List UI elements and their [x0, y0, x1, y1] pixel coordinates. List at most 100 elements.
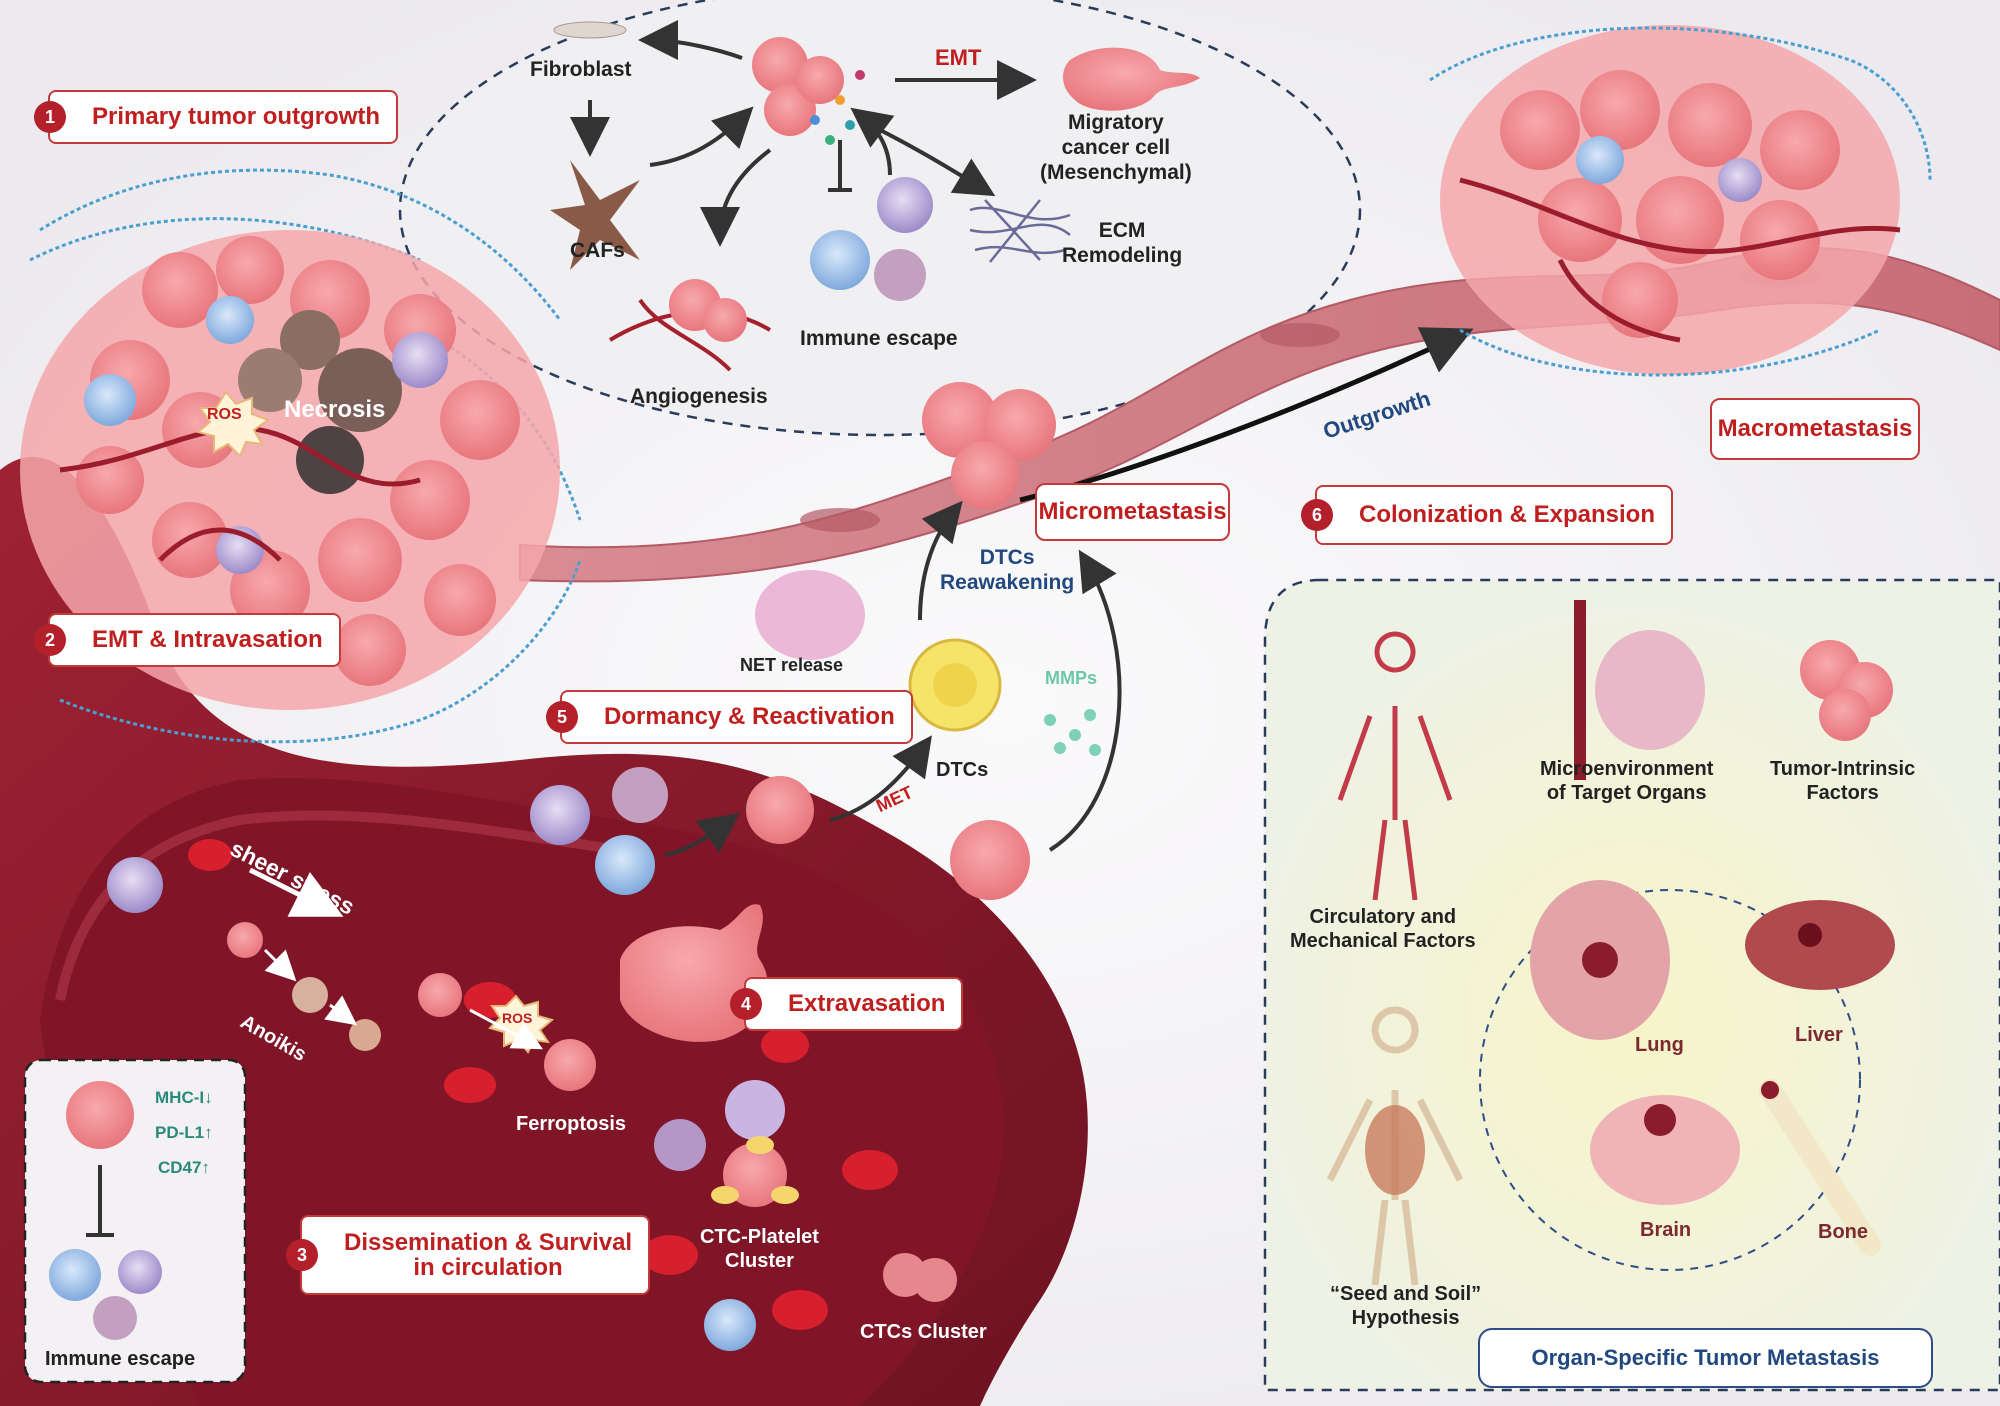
tumor-vessel [59, 425, 421, 562]
angiogenesis-cell [703, 298, 747, 342]
seed-soil-line2: Hypothesis [1351, 1307, 1460, 1329]
red-blood-cell [642, 1235, 698, 1275]
necrotic-cell [280, 310, 340, 370]
migratory-label: Migratory cancer cell (Mesenchymal) [1040, 110, 1192, 186]
step-3-text-line1: Dissemination & Survival [344, 1228, 633, 1256]
cd47-text: CD47 [158, 1158, 202, 1177]
organ-panel-title: Organ-Specific Tumor Metastasis [1478, 1328, 1933, 1388]
inhibit-line [86, 1165, 114, 1237]
immune-cell-icon [49, 1249, 101, 1301]
immune-cell-icon [93, 1296, 137, 1340]
mmp-dot [1054, 742, 1066, 754]
caf-icon [550, 160, 640, 270]
cancer-cell [216, 236, 284, 304]
ctc-platelet-cell [725, 1080, 785, 1140]
step-4-label: 4 Extravasation [730, 977, 964, 1031]
arrow [324, 995, 358, 1026]
step-2-label: 2 EMT & Intravasation [34, 613, 341, 667]
step-2-badge: 2 [34, 624, 66, 656]
bone-icon [1759, 1079, 1881, 1256]
step-5-badge: 5 [546, 701, 578, 733]
red-blood-cell [761, 1027, 809, 1063]
ecm-label: ECM Remodeling [1062, 218, 1182, 268]
immune-cell [704, 1299, 756, 1351]
mmps-label: MMPs [1045, 668, 1098, 688]
net-release-label: NET release [740, 655, 844, 675]
arrow [829, 735, 932, 822]
ecm-line2: Remodeling [1062, 244, 1183, 268]
migratory-line1: Migratory [1068, 111, 1164, 134]
tumor-intrinsic-line1: Tumor-Intrinsic [1770, 758, 1916, 780]
pdl1-text: PD-L1 [155, 1123, 205, 1142]
step-2-text: EMT & Intravasation [92, 626, 323, 653]
ferroptosis-cell [544, 1039, 596, 1091]
mhc-down-icon: ↓ [204, 1088, 213, 1107]
primary-tumor [20, 168, 582, 744]
step-6-text: Colonization & Expansion [1359, 501, 1656, 528]
cancer-cell [1580, 70, 1660, 150]
cancer-cell [440, 380, 520, 460]
mmp-dot [1089, 744, 1101, 756]
metastasis-dot [1761, 1081, 1779, 1099]
immune-cell-icon [877, 177, 933, 233]
cancer-cell [1668, 83, 1752, 167]
fiber-nucleus [800, 508, 880, 532]
cancer-cell [334, 614, 406, 686]
reawakening-label: DTCs Reawakening [940, 545, 1074, 595]
migratory-line3: (Mesenchymal) [1040, 161, 1192, 185]
red-blood-cell [772, 1290, 828, 1330]
fibroblast-label: Fibroblast [530, 58, 632, 81]
fiber-nucleus [1260, 323, 1340, 347]
ferroptosis-label: Ferroptosis [516, 1113, 627, 1135]
tumor-cluster-icon [752, 37, 808, 93]
tme-icons [550, 20, 1200, 372]
inset-immune-escape-label: Immune escape [45, 1348, 196, 1370]
organ-icons [1326, 600, 1895, 1286]
seed-soil-organs [1365, 1105, 1425, 1195]
mmp-dot [1084, 709, 1096, 721]
arrow [1048, 549, 1122, 852]
migratory-cell-icon [1063, 47, 1200, 111]
step-1-badge: 1 [34, 101, 66, 133]
micrometastasis-cell [951, 441, 1019, 509]
step-6-badge: 6 [1301, 499, 1333, 531]
macro-vessel [1459, 177, 1901, 343]
necrosis-label: Necrosis [284, 396, 386, 423]
cytokine-dot [825, 135, 835, 145]
ecm-line1: ECM [1098, 219, 1146, 242]
liver-label: Liver [1795, 1024, 1843, 1046]
ctc [227, 922, 263, 958]
pdl1-up-icon: ↑ [204, 1123, 213, 1142]
circulatory-body-icon [1337, 631, 1453, 901]
cd47-up-icon: ↑ [201, 1158, 210, 1177]
step-4-text: Extravasation [788, 990, 946, 1017]
micrometastasis-label: Micrometastasis [1035, 483, 1230, 541]
circulation-cells [107, 839, 957, 1351]
cytokine-dot [810, 115, 820, 125]
immune-cell [84, 374, 136, 426]
macrometastasis [1429, 25, 1932, 377]
immune-cell-icon [810, 230, 870, 290]
immune-cell-icon [874, 249, 926, 301]
immune-cell [107, 857, 163, 913]
lung-label: Lung [1635, 1034, 1684, 1056]
dtc-nucleus [933, 663, 977, 707]
tumor-intrinsic-label: Tumor-Intrinsic Factors [1770, 757, 1915, 805]
cd47-label: CD47↑ [158, 1158, 210, 1178]
mhc-text: MHC-I [155, 1088, 205, 1107]
seed-soil-label: “Seed and Soil” Hypothesis [1330, 1282, 1481, 1330]
cancer-cell [1500, 90, 1580, 170]
migratory-line2: cancer cell [1061, 136, 1171, 160]
cytokine-dot [855, 70, 865, 80]
ctcs-cluster-label: CTCs Cluster [860, 1321, 987, 1343]
arrow [263, 948, 297, 982]
dormancy-icons [530, 500, 1122, 900]
mhc-label: MHC-I↓ [155, 1088, 213, 1108]
step-6-label: 6 Colonization & Expansion [1301, 485, 1674, 545]
net-icon [755, 570, 865, 660]
arrow [649, 106, 754, 167]
step-1-text: Primary tumor outgrowth [92, 103, 381, 130]
ecm-remodeling-icon [969, 199, 1071, 263]
step-3-label: 3 Dissemination & Survival in circulatio… [286, 1215, 651, 1295]
